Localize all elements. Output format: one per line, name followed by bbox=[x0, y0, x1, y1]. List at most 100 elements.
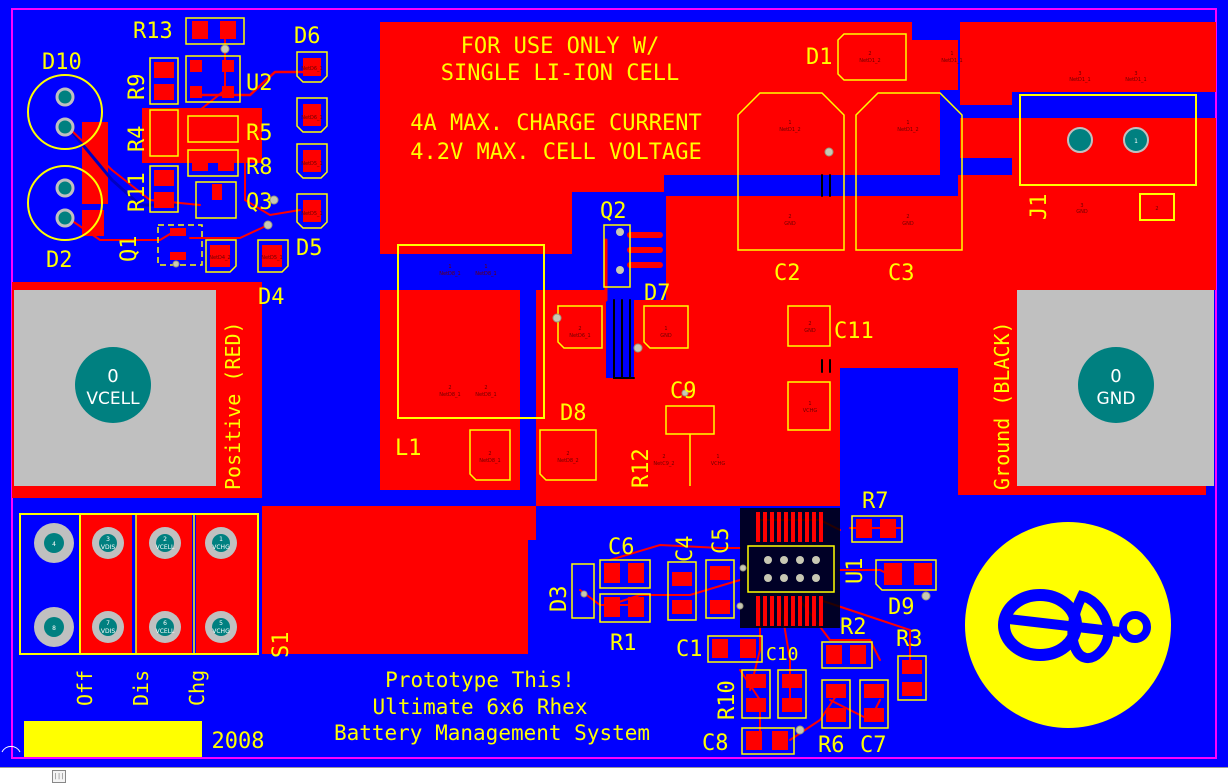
ref-c11: C11 bbox=[834, 319, 874, 344]
svg-text:NetD1_2: NetD1_2 bbox=[897, 127, 919, 133]
designators: R13 D10 D6 R9 U2 R4 R5 R8 R11 Q3 D2 Q1 D… bbox=[42, 19, 1052, 758]
ref-r9: R9 bbox=[125, 74, 150, 101]
ref-d3: D3 bbox=[547, 586, 572, 613]
diode-d1[interactable]: 2 NetD1_2 1 NetD1_1 bbox=[837, 33, 963, 81]
svg-text:VCHG: VCHG bbox=[803, 408, 818, 414]
svg-text:NetD5_1: NetD5_1 bbox=[261, 255, 283, 261]
switch-pin-7: 7 VDIS bbox=[92, 611, 124, 643]
vcell-terminal[interactable]: 0 VCELL bbox=[14, 290, 216, 486]
ref-d1: D1 bbox=[806, 45, 833, 70]
ref-d5: D5 bbox=[296, 236, 323, 261]
svg-text:6: 6 bbox=[163, 620, 167, 627]
note-line-2: SINGLE LI-ION CELL bbox=[441, 61, 679, 86]
svg-text:NetD4_2: NetD4_2 bbox=[209, 255, 231, 261]
svg-text:1: 1 bbox=[716, 454, 719, 460]
vcell-pad-number: 0 bbox=[107, 366, 118, 387]
svg-text:1: 1 bbox=[1134, 138, 1138, 145]
switch-pin-6: 6 VCELL bbox=[149, 611, 181, 643]
vcell-pad-net: VCELL bbox=[86, 389, 140, 409]
diode-d6-d5-d4[interactable]: NetD6_1 NetD6_1 NetD5_1 NetD5_1 NetD4_2 … bbox=[205, 51, 328, 273]
capacitor-c3[interactable]: 1 NetD1_2 2 GND bbox=[855, 92, 963, 251]
ref-d6: D6 bbox=[294, 24, 321, 49]
switch-pin-3: 3 VDIS bbox=[92, 527, 124, 559]
svg-text:NetC9_2: NetC9_2 bbox=[653, 461, 674, 467]
title-line-2: Ultimate 6x6 Rhex bbox=[373, 695, 588, 719]
svg-text:NetD6_1: NetD6_1 bbox=[301, 115, 323, 121]
switch-pin-4: 4 bbox=[34, 523, 74, 563]
ref-r11: R11 bbox=[125, 172, 150, 212]
svg-text:2: 2 bbox=[163, 536, 167, 543]
switch-pin-1: 1 VCHG bbox=[205, 527, 237, 559]
svg-text:2: 2 bbox=[808, 321, 811, 327]
led-d2[interactable] bbox=[27, 165, 103, 241]
ref-q3: Q3 bbox=[246, 190, 273, 215]
svg-text:VCHG: VCHG bbox=[212, 544, 230, 551]
svg-text:3: 3 bbox=[106, 536, 110, 543]
switch-position-chg: Chg bbox=[185, 670, 209, 706]
ref-r12: R12 bbox=[629, 448, 654, 488]
ref-c7: C7 bbox=[860, 733, 887, 758]
svg-text:3: 3 bbox=[1078, 71, 1081, 77]
svg-text:NetD1_1: NetD1_1 bbox=[941, 58, 963, 64]
svg-text:2: 2 bbox=[662, 454, 665, 460]
svg-text:NetD1_1: NetD1_1 bbox=[1125, 77, 1147, 83]
svg-text:NetD8_1: NetD8_1 bbox=[475, 271, 497, 277]
svg-text:2: 2 bbox=[488, 451, 491, 457]
svg-text:4: 4 bbox=[52, 541, 56, 548]
ref-c6: C6 bbox=[608, 535, 635, 560]
ref-r10: R10 bbox=[715, 680, 740, 720]
prototype-this-logo bbox=[965, 522, 1171, 728]
title-line-1: Prototype This! bbox=[385, 668, 575, 692]
svg-text:VDIS: VDIS bbox=[101, 544, 115, 551]
svg-text:1: 1 bbox=[950, 51, 953, 57]
smd-cluster-bottom[interactable] bbox=[571, 515, 937, 755]
ref-d9: D9 bbox=[888, 595, 915, 620]
ref-r7: R7 bbox=[862, 489, 889, 514]
ref-d7: D7 bbox=[644, 281, 671, 306]
svg-text:1: 1 bbox=[219, 536, 223, 543]
svg-text:8: 8 bbox=[52, 625, 56, 632]
title-line-3: Battery Management System bbox=[334, 721, 650, 745]
svg-text:NetD1_1: NetD1_1 bbox=[1069, 77, 1091, 83]
svg-text:NetD5_1: NetD5_1 bbox=[301, 211, 323, 217]
svg-text:GND: GND bbox=[1076, 209, 1088, 215]
svg-text:2: 2 bbox=[868, 51, 871, 57]
inductor-l1[interactable]: 1 NetD8_1 1 NetD8_1 2 NetD8_1 2 NetD8_1 bbox=[397, 244, 545, 419]
mosfet-q2[interactable] bbox=[603, 224, 631, 288]
status-bar: ||| bbox=[0, 767, 1228, 783]
ref-r1: R1 bbox=[610, 631, 637, 656]
svg-text:2: 2 bbox=[578, 326, 581, 332]
svg-text:NetD1_2: NetD1_2 bbox=[779, 127, 801, 133]
svg-text:GND: GND bbox=[784, 221, 796, 227]
ref-d4: D4 bbox=[258, 285, 285, 310]
layer-toggle-icon[interactable]: ||| bbox=[52, 770, 66, 783]
ref-d10: D10 bbox=[42, 50, 82, 75]
note-line-3: 4A MAX. CHARGE CURRENT bbox=[410, 111, 701, 136]
small-footprints-mid[interactable]: 2 NetD6_1 1 GND 2 GND 1 VCHG 2 NetD8_1 2… bbox=[469, 305, 831, 486]
note-line-4: 4.2V MAX. CELL VOLTAGE bbox=[410, 140, 701, 165]
ref-r5: R5 bbox=[246, 121, 273, 146]
led-d10[interactable] bbox=[27, 74, 103, 150]
ref-r3: R3 bbox=[896, 627, 923, 652]
svg-text:NetD5_1: NetD5_1 bbox=[301, 161, 323, 167]
svg-text:NetD1_2: NetD1_2 bbox=[859, 58, 881, 64]
cursor-marker bbox=[1, 745, 21, 753]
svg-text:GND: GND bbox=[804, 328, 816, 334]
ref-r4: R4 bbox=[125, 126, 150, 153]
year-label: 2008 bbox=[212, 729, 265, 754]
svg-text:GND: GND bbox=[660, 333, 672, 339]
ref-c3: C3 bbox=[888, 261, 915, 286]
gnd-terminal[interactable]: 0 GND bbox=[1017, 290, 1214, 486]
ref-r13: R13 bbox=[133, 19, 173, 44]
switch-s1[interactable]: 4 3 VDIS 2 VCELL 1 VCHG 8 7 VDIS 6 bbox=[19, 513, 259, 655]
u1-ic[interactable] bbox=[740, 508, 840, 628]
svg-text:2: 2 bbox=[1155, 206, 1158, 212]
capacitor-c2[interactable]: 1 NetD1_2 2 GND bbox=[737, 92, 845, 251]
svg-text:1: 1 bbox=[448, 264, 451, 270]
connector-j1[interactable]: 1 3 NetD1_1 3 NetD1_1 3 GND 2 bbox=[1019, 71, 1197, 221]
svg-text:NetD8_2: NetD8_2 bbox=[557, 458, 579, 464]
smd-cluster-top-left[interactable] bbox=[149, 17, 245, 266]
ref-r2: R2 bbox=[840, 615, 867, 640]
